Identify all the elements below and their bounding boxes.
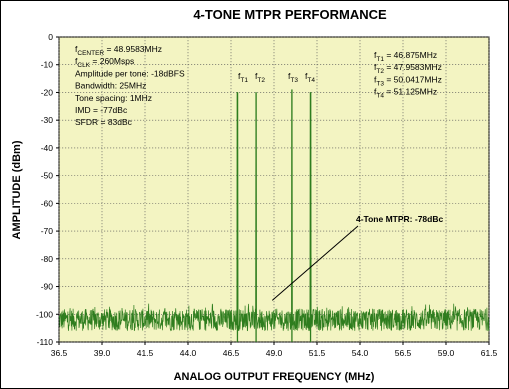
x-tick-label: 49.0	[266, 348, 283, 358]
x-tick-label: 44.0	[180, 348, 197, 358]
x-tick-label: 46.5	[223, 348, 240, 358]
tone-label: fT3	[288, 71, 298, 84]
y-tick-label: -60	[41, 198, 54, 208]
left-annotation-line: Bandwidth: 25MHz	[75, 81, 146, 91]
right-annotation-line: fT4 = 51.125MHz	[374, 87, 437, 100]
y-tick-label: -40	[41, 143, 54, 153]
left-annotation-line: Amplitude per tone: -18dBFS	[75, 68, 185, 78]
y-tick-label: -80	[41, 254, 54, 264]
left-annotation-line: fCENTER = 48.9583MHz	[75, 44, 162, 57]
left-annotation-line: IMD = -77dBc	[75, 105, 128, 115]
right-annotation-line: fT2 = 47.9583MHz	[374, 62, 442, 75]
chart-title: 4-TONE MTPR PERFORMANCE	[193, 7, 387, 22]
tone-label: fT2	[255, 71, 265, 84]
spectrum-trace	[58, 89, 490, 342]
x-axis-label: ANALOG OUTPUT FREQUENCY (MHz)	[174, 371, 375, 383]
y-tick-label: -30	[41, 115, 54, 125]
x-axis-ticks: 36.5 39.0 41.5 44.0 46.5 49.0 51.5 54.0 56.5 59.0…	[51, 342, 498, 358]
tone-label: fT1	[238, 71, 248, 84]
y-tick-label: -10	[41, 60, 54, 70]
left-annotation-line: SFDR = 83dBc	[75, 117, 133, 127]
right-annotation-line: fT1 = 46.875MHz	[374, 50, 437, 63]
x-tick-label: 54.0	[352, 348, 369, 358]
x-tick-label: 61.5	[481, 348, 498, 358]
y-tick-label: 0	[48, 32, 53, 42]
right-annotation-line: fT3 = 50.0417MHz	[374, 74, 442, 87]
mtpr-pointer	[271, 225, 359, 301]
x-tick-label: 51.5	[309, 348, 326, 358]
y-tick-label: -50	[41, 171, 54, 181]
y-tick-label: -20	[41, 87, 54, 97]
y-tick-label: -70	[41, 226, 54, 236]
left-annotation-line: fCLK = 260Msps	[75, 56, 134, 69]
tone-label: fT4	[305, 71, 315, 84]
x-tick-label: 41.5	[137, 348, 154, 358]
y-tick-label: -90	[41, 282, 54, 292]
left-annotation-line: Tone spacing: 1MHz	[75, 93, 152, 103]
mtpr-label: 4-Tone MTPR: -78dBc	[356, 214, 443, 224]
y-tick-label: -110	[37, 337, 54, 347]
x-tick-label: 56.5	[395, 348, 412, 358]
y-axis-label: AMPLITUDE (dBm)	[11, 140, 23, 239]
y-axis-ticks: 0 -10 -20 -30 -40 -50 -60 -70 -80 -90 -100 -110	[36, 32, 59, 347]
y-tick-label: -100	[36, 309, 53, 319]
x-tick-label: 36.5	[51, 348, 68, 358]
x-tick-label: 59.0	[438, 348, 455, 358]
series-line	[58, 89, 490, 332]
mtpr-annotation: 4-Tone MTPR: -78dBc	[271, 214, 443, 301]
tone-labels: fT1 fT2 fT3 fT4	[238, 71, 315, 84]
plot-area	[58, 36, 490, 343]
x-tick-label: 39.0	[94, 348, 111, 358]
